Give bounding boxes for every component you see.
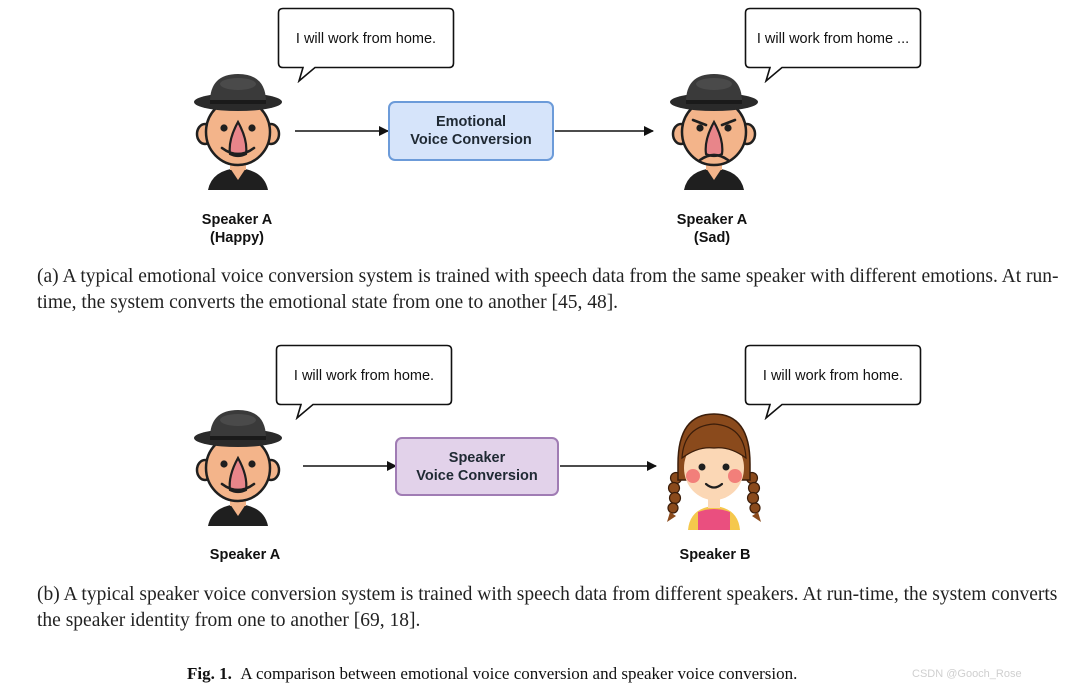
arrow-to-speaker-box [303, 461, 397, 471]
box-line2: Voice Conversion [410, 132, 532, 148]
speaker-label-right-b: Speaker B [679, 547, 751, 563]
sad-man-with-hat-icon [664, 70, 764, 190]
speech-bubble-left-b [275, 344, 453, 420]
speaker-label-left-b: Speaker A [209, 547, 281, 563]
speaker-label-left-a: Speaker A (Happy) [177, 211, 297, 247]
man-with-hat-icon [188, 70, 288, 190]
box-line1: Speaker [448, 449, 506, 466]
speaker-name: Speaker A [676, 212, 748, 228]
arrow-from-speaker-box [560, 461, 657, 471]
speaker-name: Speaker A [201, 212, 273, 228]
bubble-text-left-a: I will work from home. [295, 31, 437, 47]
speaker-state: (Sad) [693, 230, 731, 246]
arrow-from-emotional-box [555, 126, 654, 136]
speech-bubble-right-b [744, 344, 922, 420]
caption-b: (b) A typical speaker voice conversion s… [37, 584, 1058, 631]
man-with-hat-icon [188, 406, 288, 526]
arrow-to-emotional-box [295, 126, 389, 136]
figure-caption-text: A comparison between emotional voice con… [240, 664, 798, 683]
girl-with-pigtails-icon [667, 413, 761, 530]
emotional-voice-conversion-box: Emotional Voice Conversion [388, 101, 554, 161]
speaker-state: (Happy) [210, 230, 264, 246]
bubble-text-right-a: I will work from home ... [756, 31, 910, 47]
watermark: CSDN @Gooch_Rose [912, 668, 1022, 680]
bubble-text-left-b: I will work from home. [293, 368, 435, 384]
box-line1: Emotional [435, 114, 507, 130]
speech-bubble-left-a [277, 7, 455, 83]
figure-label: Fig. 1. [187, 664, 232, 683]
speaker-label-right-a: Speaker A (Sad) [652, 211, 772, 247]
box-line2: Voice Conversion [416, 467, 538, 484]
figure-caption: Fig. 1. A comparison between emotional v… [187, 664, 797, 684]
caption-a: (a) A typical emotional voice conversion… [37, 266, 1059, 313]
bubble-text-right-b: I will work from home. [762, 368, 904, 384]
speech-bubble-right-a [744, 7, 922, 83]
speaker-voice-conversion-box: Speaker Voice Conversion [395, 437, 559, 496]
